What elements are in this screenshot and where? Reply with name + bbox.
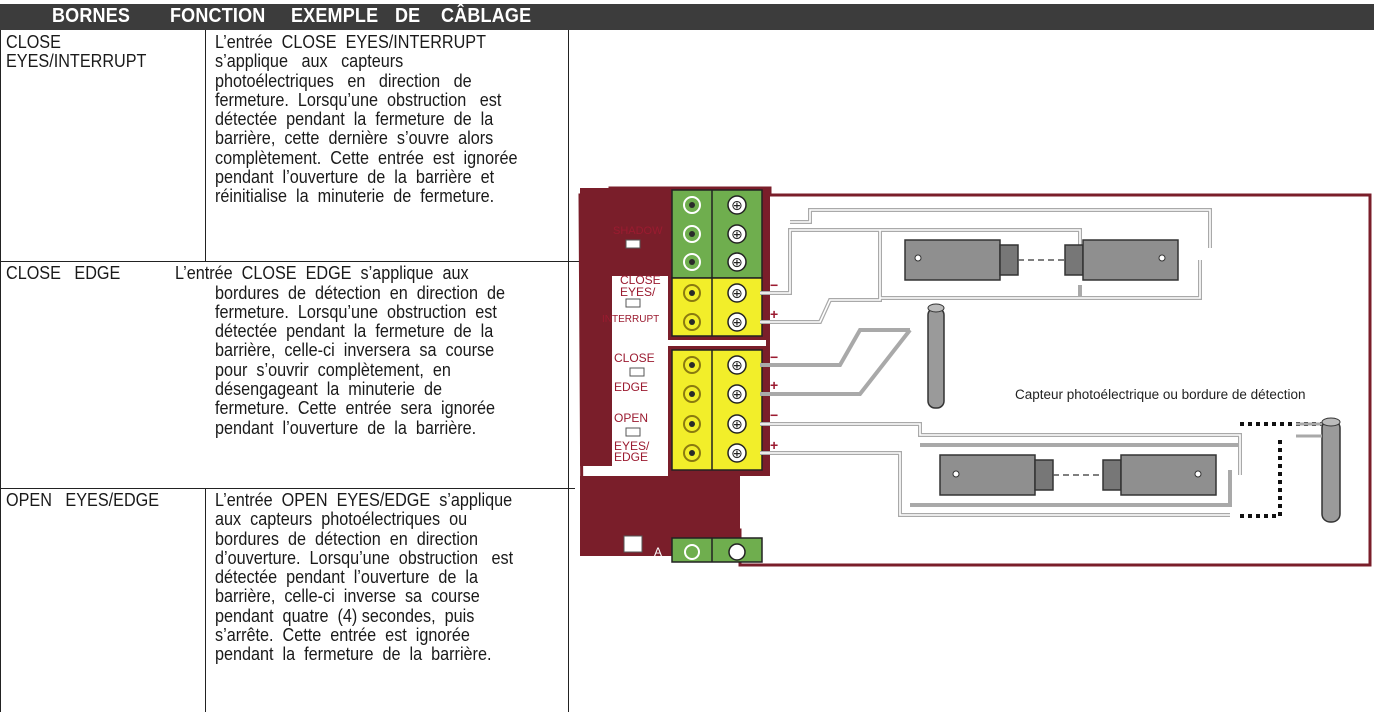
svg-text:⊕: ⊕ [731,358,743,374]
label-a: A [654,545,662,559]
description-close-edge: bordures de détection en direction de fe… [215,282,505,438]
svg-text:⊕: ⊕ [731,315,743,331]
label-close-edge-1: CLOSE [614,351,655,365]
diagram-caption: Capteur photoélectrique ou bordure de dé… [1015,387,1305,402]
minus-sign: − [770,277,778,293]
label-open-3: EDGE [614,450,648,464]
safety-edge-post [927,303,1341,523]
label-close-eyes-1: CLOSE [620,273,661,287]
wiring-upper [760,208,1212,396]
minus-sign: − [770,349,778,365]
svg-text:⊕: ⊕ [731,417,743,433]
description-open-eyes-edge: L’entrée OPEN EYES/EDGE s’applique aux c… [215,490,514,665]
table-frame [0,30,569,712]
label-close-eyes-2: EYES/ [620,285,656,299]
svg-text:⊕: ⊕ [731,227,743,243]
terminal-block-green: ⊕ ⊕ ⊕ [671,189,763,279]
terminal-open-eyes-edge: OPEN EYES/EDGE [6,490,160,510]
header-fonction: FONCTION [170,5,266,27]
label-close-eyes-3: INTERRUPT [602,314,659,325]
dotted-connection [1240,422,1322,518]
header-bornes: BORNES [52,5,131,27]
label-close-edge-2: EDGE [614,380,648,394]
description-close-edge-first-line: L’entrée CLOSE EDGE s’applique aux [175,263,469,283]
minus-sign: − [770,407,778,423]
terminal-close-eyes-interrupt: CLOSE EYES/INTERRUPT [6,32,147,71]
terminal-block-a [623,535,763,563]
svg-text:⊕: ⊕ [731,255,743,271]
svg-text:⊕: ⊕ [731,446,743,462]
label-open-2: EYES/ [614,439,650,453]
row-divider [0,261,600,262]
header-de: DE [395,5,421,27]
header-cablage: CÂBLAGE [441,5,532,27]
plus-sign: + [770,377,778,393]
svg-text:⊕: ⊕ [731,387,743,403]
header-exemple: EXEMPLE [291,5,379,27]
column-divider [205,488,206,712]
label-shadow: SHADOW [613,225,663,237]
plus-sign: + [770,437,778,453]
label-open-1: OPEN [614,411,648,425]
photo-sensor-lower [939,454,1217,496]
terminal-block-close-eyes: ⊕ ⊕ [671,277,763,337]
plus-sign: + [770,306,778,322]
svg-text:⊕: ⊕ [731,286,743,302]
description-close-eyes-interrupt: L’entrée CLOSE EYES/INTERRUPT s’applique… [215,32,518,207]
svg-text:⊕: ⊕ [731,198,743,214]
column-divider [205,30,206,261]
photo-sensor-upper [904,239,1179,281]
table-header: BORNES FONCTION EXEMPLE DE CÂBLAGE [0,4,1374,30]
row-divider [0,488,575,489]
terminal-block-edge-open: ⊕ ⊕ ⊕ ⊕ [671,349,763,471]
terminal-close-edge: CLOSE EDGE [6,263,121,283]
